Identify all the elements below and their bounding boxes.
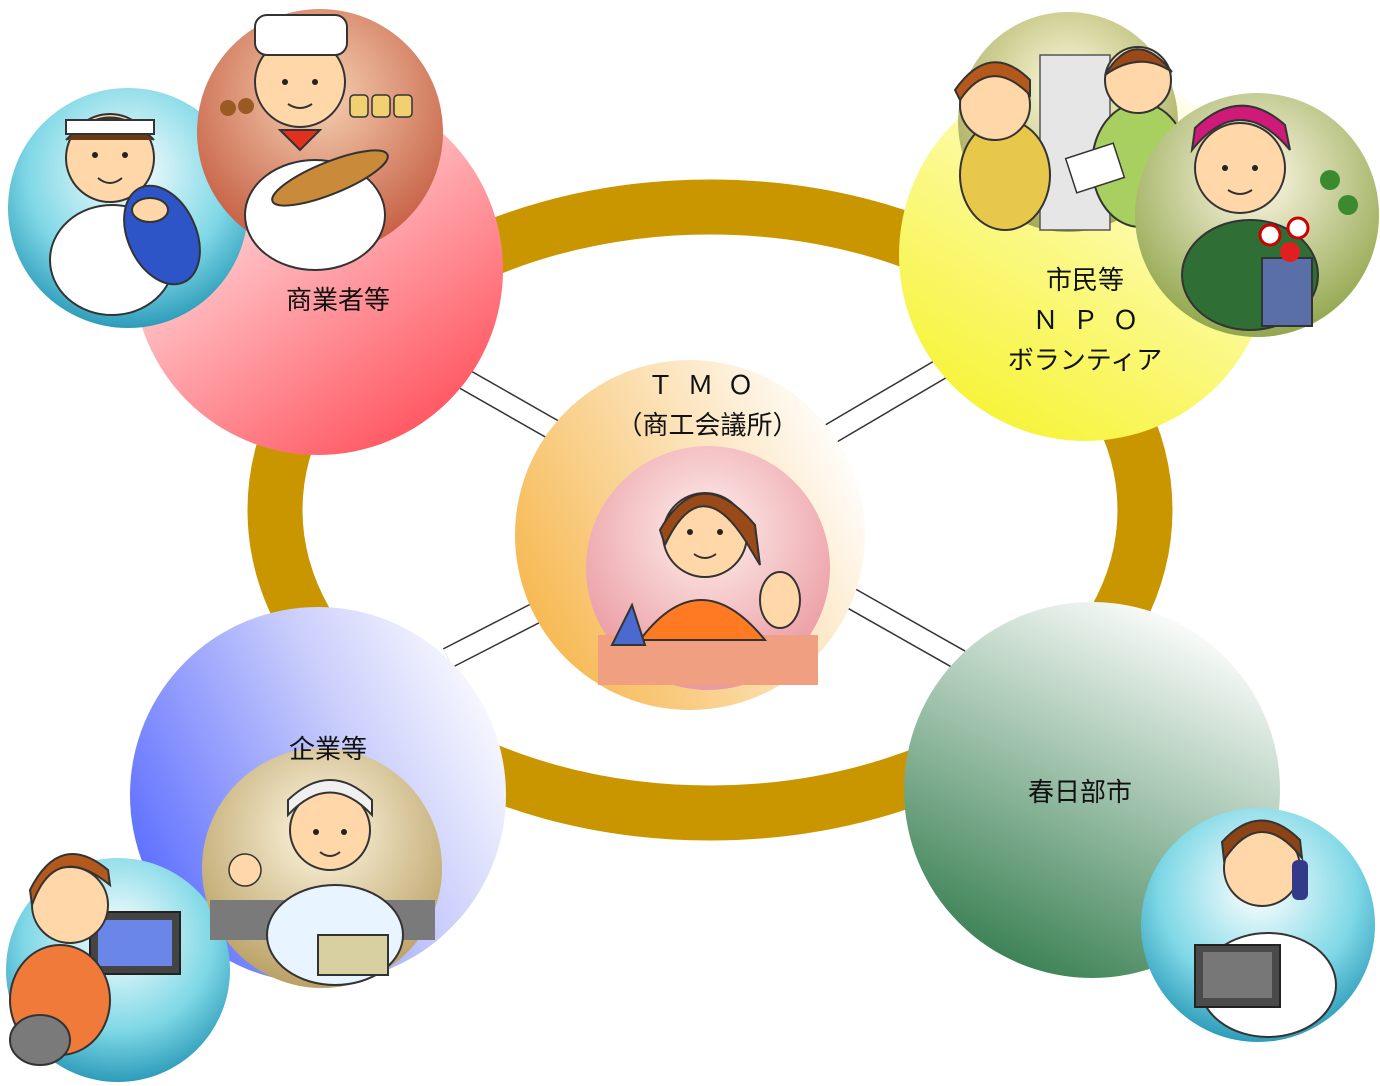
node-city-label: 春日部市 [1027,778,1132,808]
city-official-phone-icon [1141,808,1375,1042]
node-citizens-label-line2: ＮＰＯ [1032,306,1153,336]
network-ring [247,179,1173,841]
fishmonger-person-icon [8,88,248,328]
office-worker-computer-icon [6,853,230,1082]
node-merchants-label: 商業者等 [285,286,390,316]
receptionist-person-icon [586,446,830,690]
node-tmo-label-line2: （商工会議所） [616,411,799,441]
gardener-person-icon [1135,93,1379,337]
node-tmo-label-line1: ＴＭＯ [647,371,768,401]
node-citizens-label-line1: 市民等 [1045,266,1124,296]
node-companies-label: 企業等 [288,735,367,765]
factory-worker-icon [202,748,442,988]
node-citizens-label-line3: ボランティア [1007,346,1163,376]
baker-person-icon [197,9,443,271]
